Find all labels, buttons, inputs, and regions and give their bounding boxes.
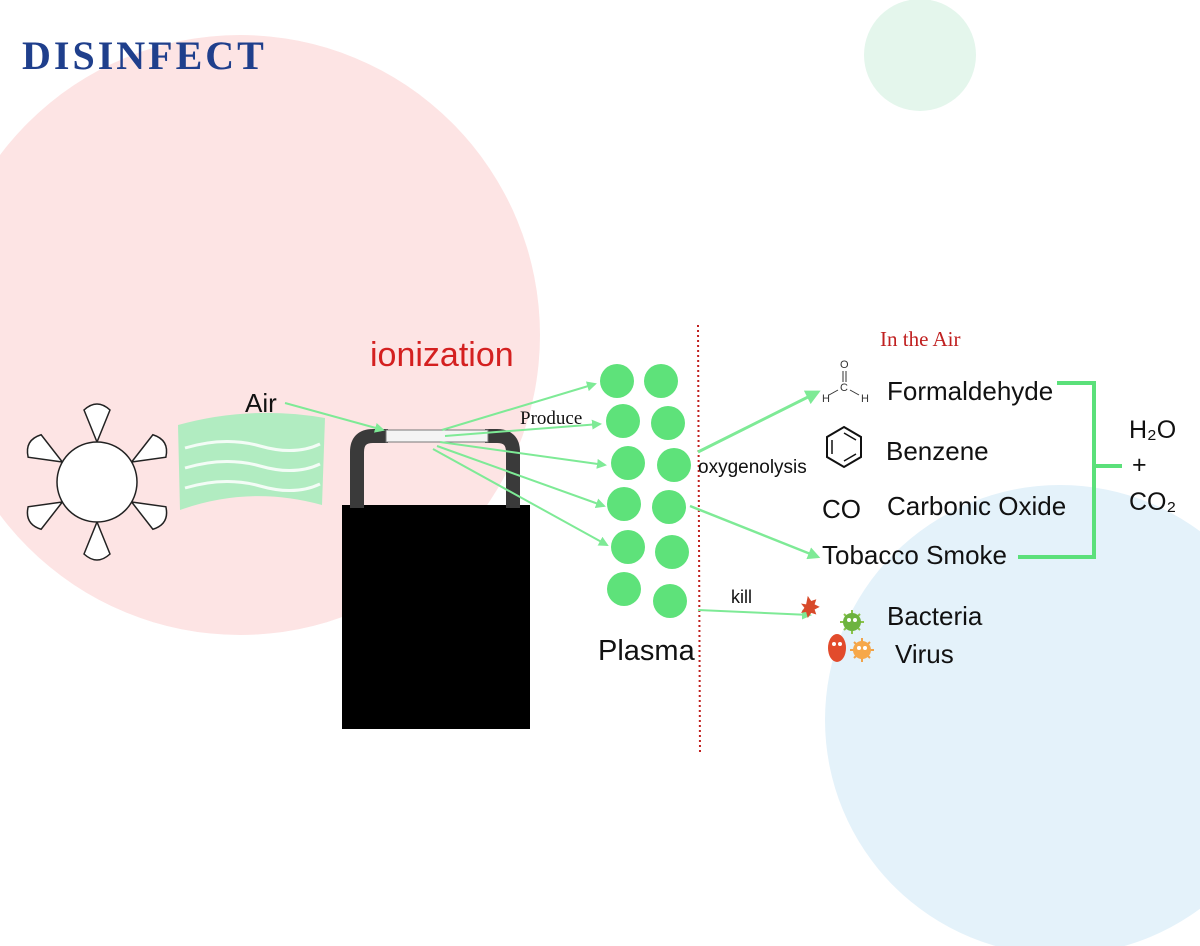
carbonic-oxide-label: Carbonic Oxide (887, 491, 1067, 521)
arrow-oxygenolysis (697, 390, 821, 454)
fan-icon (26, 403, 168, 561)
plasma-label: Plasma (598, 635, 695, 667)
plasma-dot (606, 404, 640, 438)
formaldehyde-hydrogen-left: H (822, 393, 830, 405)
ionizer-device (342, 429, 530, 729)
kill-label: kill (731, 587, 752, 607)
ionization-label: ionization (370, 336, 514, 374)
oxygenolysis-label: oxygenolysis (698, 457, 807, 478)
bacteria-icon (801, 595, 864, 634)
in-the-air-label: In the Air (880, 327, 961, 351)
formaldehyde-label: Formaldehyde (887, 376, 1054, 406)
plasma-dot (652, 490, 686, 524)
arrow-produce-mid (439, 441, 607, 469)
plasma-dot (607, 487, 641, 521)
arrow-produce-top (441, 381, 597, 431)
formaldehyde-structure-icon: O C H H (822, 359, 869, 405)
arrow-to-tobacco (689, 504, 821, 560)
plasma-dot (657, 448, 691, 482)
benzene-label: Benzene (886, 436, 989, 466)
plasma-dot (611, 530, 645, 564)
plasma-dot (600, 364, 634, 398)
plasma-dot (644, 364, 678, 398)
background-circle-blue (825, 485, 1200, 946)
arrow-produce-low (436, 445, 606, 509)
h2o-label: H₂O (1129, 416, 1177, 444)
plasma-dot (607, 572, 641, 606)
plasma-dot (651, 406, 685, 440)
produce-label: Produce (520, 408, 583, 429)
benzene-ring-icon (826, 425, 862, 469)
arrows (284, 381, 821, 620)
virus-label: Virus (895, 639, 954, 669)
arrow-produce (444, 419, 602, 437)
co2-label: CO₂ (1129, 488, 1177, 516)
plus-label: + (1132, 451, 1147, 479)
arrow-kill (697, 609, 812, 620)
plasma-dot (653, 584, 687, 618)
divider-line (697, 324, 701, 756)
co-symbol: CO (822, 494, 861, 524)
formaldehyde-carbon: C (840, 382, 848, 394)
virus-icon (828, 634, 874, 662)
page-title: DISINFECT (22, 33, 267, 78)
air-label: Air (245, 388, 277, 418)
arrow-air-to-ionizer (284, 402, 385, 433)
plasma-dot (611, 446, 645, 480)
air-flow-icon (178, 412, 325, 510)
bacteria-label: Bacteria (887, 601, 983, 631)
formaldehyde-hydrogen-right: H (861, 393, 869, 405)
plasma-dots (600, 364, 691, 618)
arrow-produce-bottom (432, 448, 609, 546)
product-bracket (1018, 381, 1122, 559)
plasma-dot (655, 535, 689, 569)
background-circle-mint (864, 0, 976, 111)
formaldehyde-oxygen: O (840, 359, 849, 371)
tobacco-smoke-label: Tobacco Smoke (822, 540, 1007, 570)
